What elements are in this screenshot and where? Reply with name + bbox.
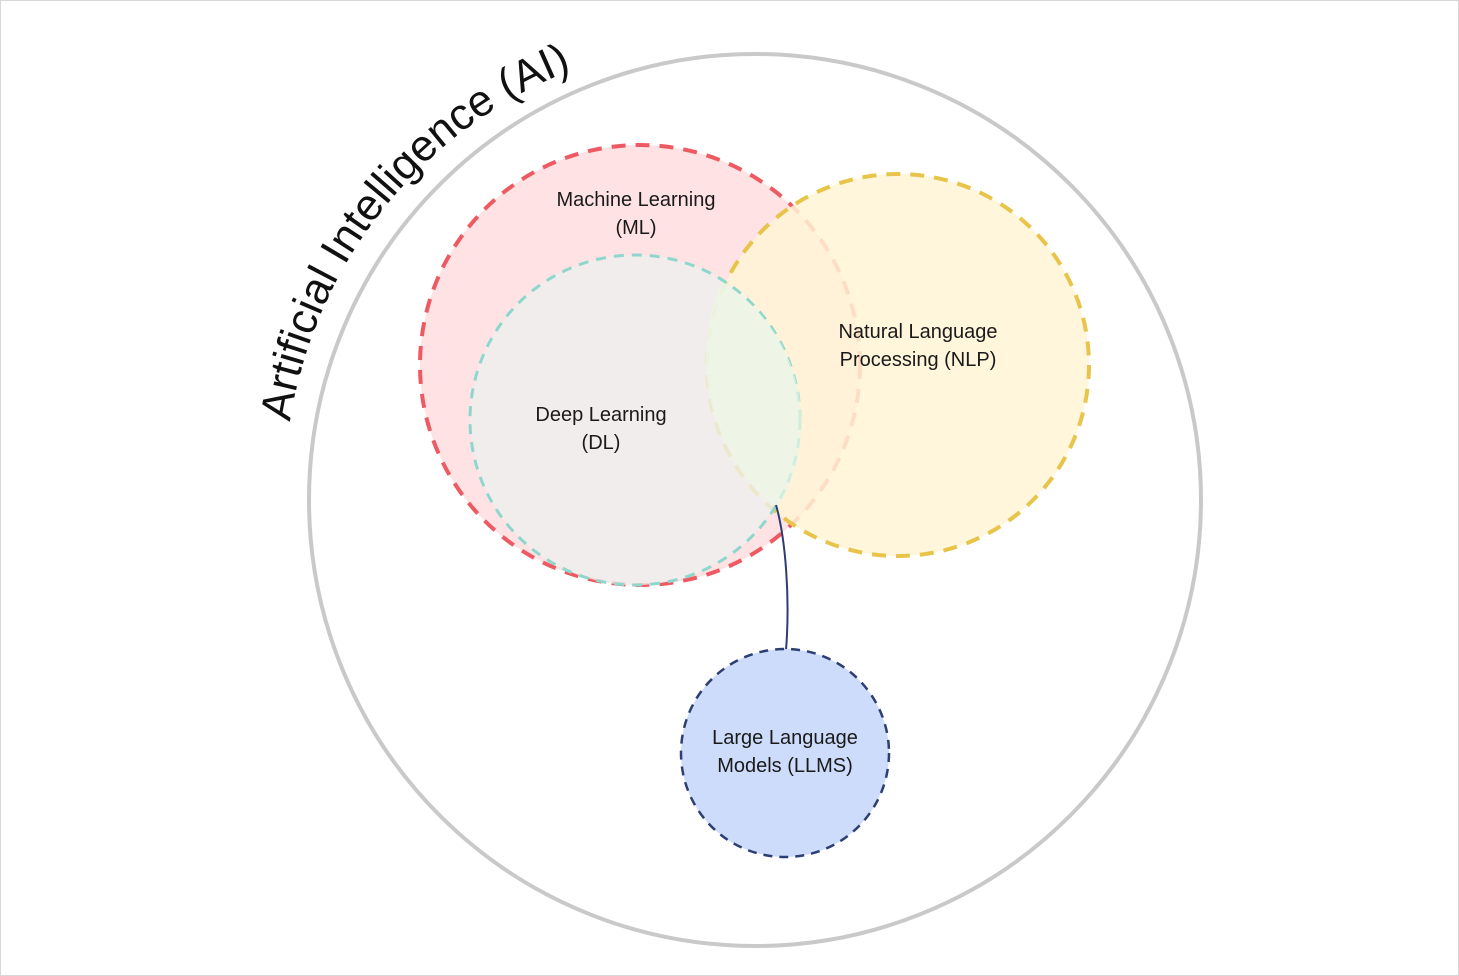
llm-label-line1: Large Language xyxy=(712,727,858,749)
ai-circle xyxy=(307,52,1203,948)
dl-label-line2: (DL) xyxy=(582,432,621,454)
llm-connector-line xyxy=(775,504,789,651)
dl-nlp-overlap xyxy=(705,282,802,508)
ml-label-line2: (ML) xyxy=(615,217,656,239)
llm-label-line2: Models (LLMS) xyxy=(717,755,853,777)
nlp-label-line1: Natural Language xyxy=(838,321,997,343)
nlp-label-line2: Processing (NLP) xyxy=(840,349,997,371)
ml-label-line1: Machine Learning xyxy=(557,189,716,211)
dl-label-line1: Deep Learning xyxy=(535,404,666,426)
nlp-circle xyxy=(705,172,1091,558)
llm-circle xyxy=(679,647,891,859)
